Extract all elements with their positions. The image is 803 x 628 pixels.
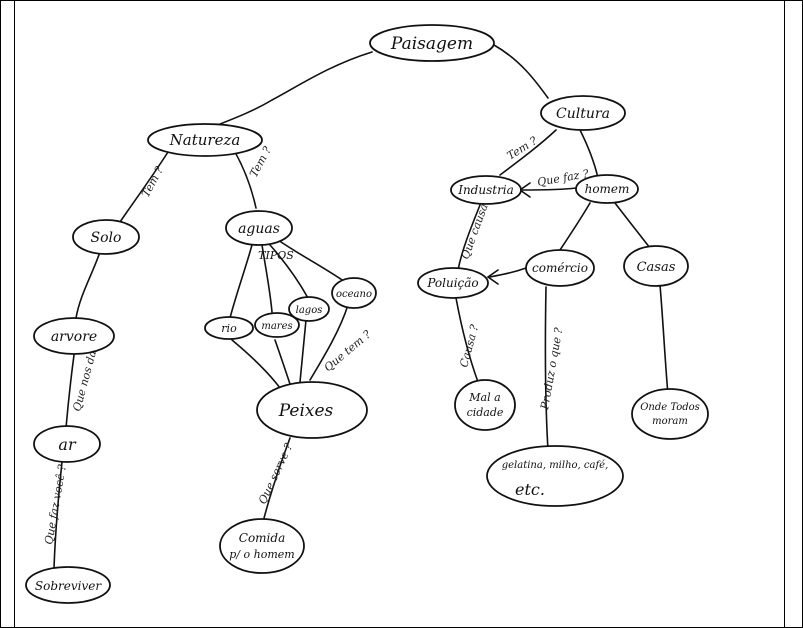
edge-industria-poluicao — [457, 204, 481, 271]
edge-paisagem-cultura — [493, 44, 549, 99]
node-mal-line2: cidade — [467, 406, 504, 419]
node-comida-line1: Comida — [239, 531, 285, 545]
node-homem-label: homem — [585, 182, 630, 196]
edge-paisagem-natureza — [209, 51, 373, 129]
node-casas: Casas — [623, 245, 689, 287]
node-mal-line1: Mal a — [468, 391, 500, 404]
node-arvore: arvore — [33, 317, 115, 355]
node-aguas-label: aguas — [238, 221, 280, 237]
node-sobreviver-label: Sobreviver — [35, 579, 102, 593]
edge-peixes-comida — [262, 437, 291, 523]
node-mal-cidade: Mal a cidade — [454, 379, 516, 431]
node-produtos-line2: etc. — [515, 480, 545, 499]
edge-mares-peixes — [274, 339, 291, 385]
node-peixes: Peixes — [256, 381, 368, 439]
edge-solo-arvore — [75, 251, 101, 319]
edge-lagos-peixes — [299, 319, 307, 383]
node-solo-label: Solo — [91, 230, 122, 246]
node-produtos-line1: gelatina, milho, café, — [502, 460, 609, 471]
node-natureza: Natureza — [147, 123, 263, 157]
edge-comercio-produtos — [544, 286, 549, 451]
node-lagos-label: lagos — [296, 305, 323, 316]
edge-arvore-ar — [65, 354, 75, 429]
node-onde-line1: Onde Todos — [640, 402, 700, 413]
node-lagos: lagos — [288, 296, 330, 322]
node-oceano: oceano — [331, 277, 377, 309]
edge-cultura-homem — [579, 129, 599, 179]
node-produtos: gelatina, milho, café, etc. — [486, 445, 624, 507]
tipos-label: TIPOS — [258, 249, 294, 262]
node-cultura-label: Cultura — [556, 106, 610, 122]
node-mares-label: mares — [261, 321, 292, 332]
edge-natureza-solo — [119, 151, 169, 223]
edge-aguas-mares — [261, 244, 273, 313]
node-comida-line2: p/ o homem — [229, 548, 294, 561]
node-cultura: Cultura — [540, 95, 626, 131]
node-onde-todos: Onde Todos moram — [631, 388, 709, 440]
edge-natureza-aguas — [234, 151, 257, 209]
right-border — [784, 0, 785, 628]
edge-comercio-poluicao — [489, 267, 527, 278]
node-rio-label: rio — [221, 322, 237, 335]
node-sobreviver: Sobreviver — [25, 566, 111, 604]
node-solo: Solo — [72, 219, 140, 255]
node-industria-label: Industria — [457, 183, 514, 197]
edge-ar-sobreviver — [53, 461, 63, 569]
arrow-comercio-poluicao — [486, 269, 499, 285]
node-casas-label: Casas — [637, 260, 676, 275]
label-causa: Causa ? — [457, 323, 481, 369]
edge-poluicao-mal — [455, 297, 479, 383]
label-que-serve: Que serve ? — [256, 441, 296, 506]
edge-homem-industria — [521, 187, 577, 191]
edge-homem-comercio — [559, 202, 591, 251]
label-que-faz-voce: Que faz você ? — [42, 463, 69, 545]
node-peixes-label: Peixes — [278, 401, 334, 421]
node-ar-label: ar — [58, 435, 77, 454]
node-arvore-label: arvore — [51, 329, 97, 345]
node-comida: Comida p/ o homem — [219, 518, 305, 574]
node-oceano-label: oceano — [336, 289, 372, 300]
edges — [53, 44, 669, 569]
node-homem: homem — [575, 174, 639, 204]
label-tem-solo: Tem ? — [139, 164, 166, 199]
node-mares: mares — [254, 312, 300, 338]
node-industria: Industria — [450, 175, 522, 205]
node-natureza-label: Natureza — [169, 131, 241, 149]
edge-aguas-lagos — [269, 244, 309, 299]
node-rio: rio — [204, 316, 254, 340]
node-onde-line2: moram — [652, 416, 688, 427]
edge-oceano-peixes — [309, 304, 349, 381]
node-paisagem: Paisagem — [369, 24, 495, 62]
node-poluicao: Poluição — [417, 267, 489, 299]
node-aguas: aguas — [225, 210, 293, 246]
edge-aguas-rio — [229, 244, 253, 319]
node-comercio-label: comércio — [532, 261, 588, 275]
node-paisagem-label: Paisagem — [390, 34, 473, 54]
label-que-tem: Que tem ? — [322, 328, 374, 375]
node-poluicao-label: Poluição — [426, 276, 478, 290]
node-comercio: comércio — [525, 249, 595, 287]
edge-aguas-oceano — [277, 239, 346, 283]
node-ar: ar — [33, 425, 101, 463]
edge-homem-casas — [614, 202, 651, 249]
edge-rio-peixes — [231, 339, 281, 389]
edge-casas-onde — [659, 284, 669, 396]
edge-cultura-industria — [499, 129, 557, 176]
left-border — [14, 0, 15, 628]
label-produz-o-que: Produz o que ? — [538, 327, 565, 412]
